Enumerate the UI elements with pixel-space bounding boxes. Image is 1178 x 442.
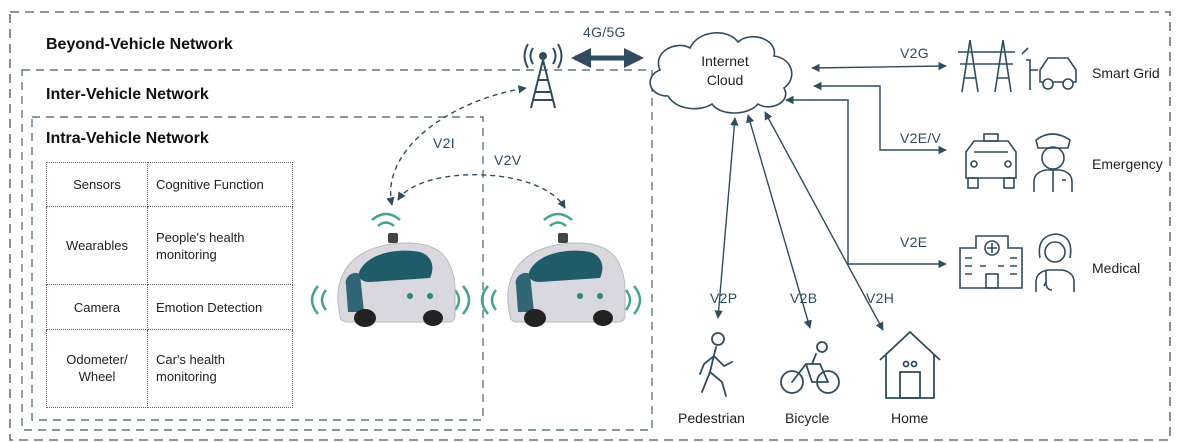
v2p-link-label: V2P bbox=[710, 290, 738, 306]
v2v-link-label: V2V bbox=[494, 152, 522, 168]
bicycle-label: Bicycle bbox=[785, 410, 830, 426]
pedestrian-icon bbox=[699, 332, 733, 397]
function-cell: People's health monitoring bbox=[147, 206, 293, 286]
emergency-label: Emergency bbox=[1092, 156, 1163, 172]
cloud-label: Internet Cloud bbox=[690, 52, 760, 90]
bicycle-icon bbox=[780, 341, 840, 394]
v2h-link-arrow bbox=[764, 111, 884, 331]
pedestrian-label: Pedestrian bbox=[678, 410, 745, 426]
home-icon bbox=[879, 330, 941, 399]
v2i-link-label: V2I bbox=[433, 135, 455, 151]
v2e-link-label: V2E bbox=[900, 234, 928, 250]
cloud-label-line2: Cloud bbox=[706, 72, 744, 88]
hospital-icon bbox=[959, 235, 1023, 289]
v2h-link-label: V2H bbox=[866, 290, 895, 306]
function-cell: Car's health monitoring bbox=[147, 328, 293, 409]
v2p-link-arrow bbox=[714, 117, 739, 319]
component-cell: Sensors bbox=[46, 161, 148, 208]
intra-vehicle-boundary bbox=[31, 116, 484, 421]
smart-grid-label: Smart Grid bbox=[1092, 65, 1160, 81]
doctor-icon bbox=[1035, 233, 1075, 292]
intra-vehicle-network-label: Intra-Vehicle Network bbox=[46, 130, 209, 147]
ev-charging-car-icon bbox=[1021, 47, 1077, 90]
function-cell: Cognitive Function bbox=[147, 161, 293, 208]
autonomous-car-icon bbox=[310, 212, 471, 328]
v2v-link-arrow bbox=[397, 173, 566, 209]
cloud-icon bbox=[649, 32, 793, 114]
power-pylon-icon bbox=[958, 39, 1015, 93]
police-officer-icon bbox=[1033, 133, 1073, 192]
component-cell: Odometer/ Wheel bbox=[46, 328, 148, 409]
component-cell: Wearables bbox=[46, 206, 148, 286]
beyond-vehicle-network-label: Beyond-Vehicle Network bbox=[46, 36, 233, 53]
medical-label: Medical bbox=[1092, 260, 1141, 276]
function-cell: Emotion Detection bbox=[147, 284, 293, 330]
table-row: Sensors Cognitive Function bbox=[46, 161, 293, 208]
table-row: Camera Emotion Detection bbox=[46, 284, 293, 330]
table-row: Odometer/ Wheel Car's health monitoring bbox=[46, 328, 293, 409]
table-row: Wearables People's health monitoring bbox=[46, 206, 293, 286]
cloud-label-line1: Internet bbox=[701, 53, 749, 69]
v2ev-link-label: V2E/V bbox=[900, 130, 942, 146]
inter-vehicle-boundary bbox=[21, 69, 653, 431]
v2g-link-label: V2G bbox=[900, 45, 929, 61]
taxi-icon bbox=[965, 133, 1017, 189]
v2i-link-arrow bbox=[386, 85, 527, 206]
component-cell: Camera bbox=[46, 284, 148, 330]
v2g-link-arrow bbox=[811, 61, 947, 73]
inter-vehicle-network-label: Inter-Vehicle Network bbox=[46, 86, 209, 103]
beyond-vehicle-boundary bbox=[9, 11, 1171, 441]
intra-vehicle-table: Sensors Cognitive Function Wearables Peo… bbox=[46, 161, 293, 409]
home-label: Home bbox=[891, 410, 929, 426]
tower-icon bbox=[523, 43, 563, 109]
v2b-link-label: V2B bbox=[790, 290, 818, 306]
cellular-link-label: 4G/5G bbox=[583, 24, 626, 40]
autonomous-car-icon bbox=[480, 212, 642, 328]
